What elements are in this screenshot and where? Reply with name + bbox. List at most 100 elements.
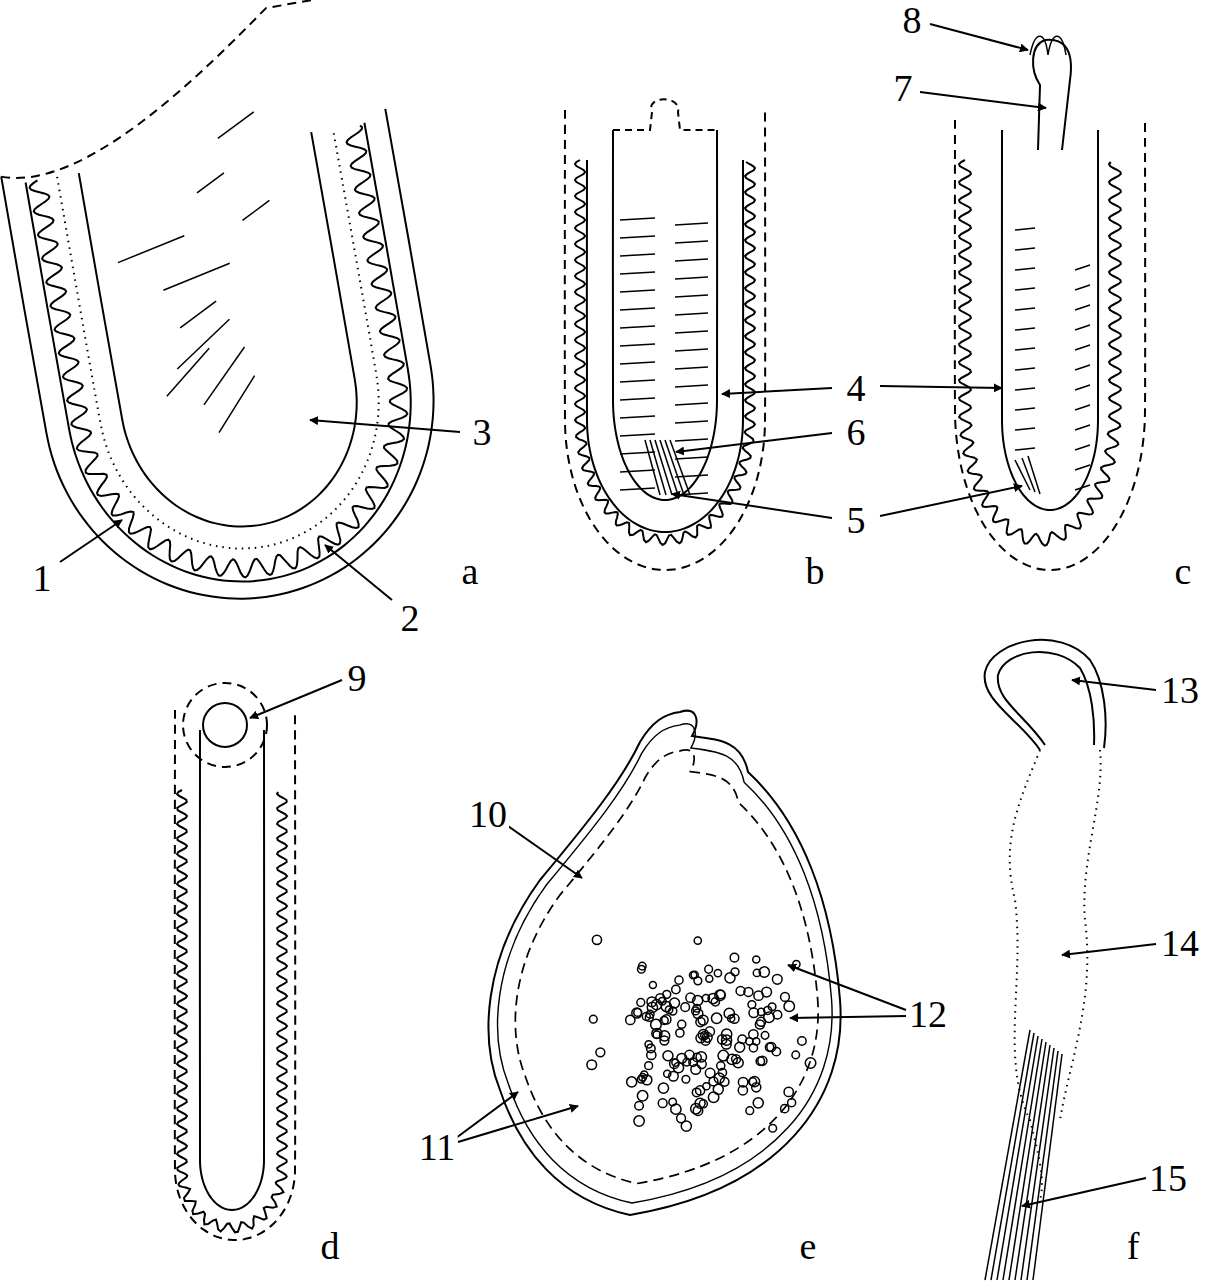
granule [642,1013,650,1021]
hatch [210,376,263,433]
granule [678,1020,686,1028]
granule [748,1001,756,1009]
hatch [675,331,708,333]
hatch [675,349,708,351]
hatch [1075,305,1090,310]
granule [781,1105,789,1113]
granule [669,1071,679,1081]
hatch [660,440,678,495]
outline [25,123,439,609]
hatch [675,367,708,369]
outline [575,160,755,545]
granule [798,1037,806,1045]
hatch [1015,428,1035,430]
outline [1,109,466,630]
hatch [620,452,655,454]
leader-line [788,965,906,1010]
granule [749,1044,757,1052]
hatch [665,440,684,495]
hatch [1015,388,1035,390]
hatch [1003,1039,1042,1280]
hatch [1075,345,1090,350]
granule [714,970,721,977]
callout-number: 7 [892,69,915,107]
hatch [620,398,655,400]
hatch [1015,408,1035,410]
granule [627,1077,637,1087]
hatch [1015,288,1035,290]
hatch [620,236,655,238]
granule [638,965,646,973]
callout-number: 11 [417,1128,458,1166]
hatch [1033,1054,1062,1280]
hatch [170,319,236,369]
granule [753,969,760,976]
granule [660,1016,668,1024]
granule [589,1015,597,1023]
callout-number: 5 [845,501,868,539]
callout-number: 14 [1159,924,1201,962]
granule [596,1048,605,1057]
granule [694,937,701,944]
granule [647,1050,656,1059]
hatch [675,259,708,261]
hatch [161,263,233,290]
granule [727,1054,737,1064]
hatch [620,488,655,490]
hatch [1075,385,1090,390]
granule [730,953,739,962]
hatch [1075,405,1090,410]
granule [720,1078,729,1087]
hatch [670,440,690,495]
outline [79,132,377,545]
callout-number: 15 [1147,1159,1189,1197]
granule [730,1014,739,1023]
hatch [675,241,708,243]
granule [761,1032,769,1040]
granule [736,986,745,995]
hatch [1027,1051,1058,1280]
granule [682,1075,690,1083]
hatch [620,470,655,472]
granule [705,1068,715,1078]
granule [637,999,645,1007]
granule [658,1099,667,1108]
panel-letter: c [1173,552,1194,590]
leader-line [1072,680,1156,690]
cyst-inner [515,750,818,1184]
callout-number: 8 [901,1,924,39]
hatch [1009,1042,1046,1280]
callout-number: 3 [471,413,494,451]
granule [670,998,680,1008]
outline [57,128,403,571]
granule [724,1008,734,1018]
crown [1030,36,1066,55]
granule [738,1035,747,1044]
hatch [1015,368,1035,370]
leader-line [790,1016,906,1018]
hatch [1075,425,1090,430]
hatch [1022,458,1035,492]
granule [781,992,790,1001]
hatch [675,277,708,279]
granule [792,1051,800,1059]
hatch [1075,485,1090,490]
leader-line [60,520,122,562]
hatch [620,434,655,436]
granule [788,1099,796,1107]
hatch [115,236,187,263]
neck [613,99,717,130]
hatch [1015,308,1035,310]
outline [177,790,287,1232]
outline [200,730,264,1210]
hatch [620,362,655,364]
outline [29,123,436,604]
callout-number: 9 [346,659,369,697]
hatch [177,301,220,328]
granule [634,1116,644,1126]
hatch [1015,448,1035,450]
hatch [1075,325,1090,330]
hook [998,652,1094,745]
